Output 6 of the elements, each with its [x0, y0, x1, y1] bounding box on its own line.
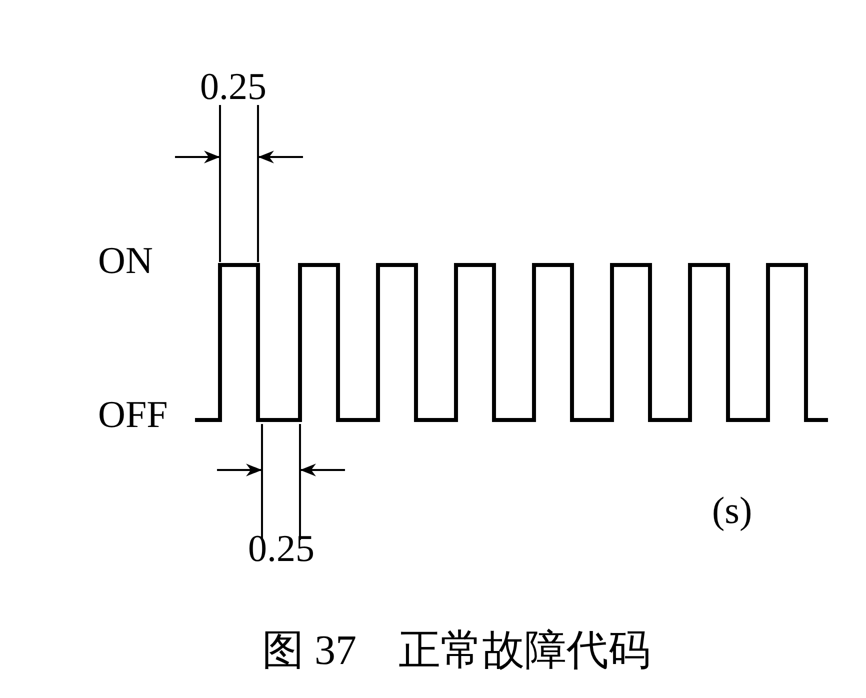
state-label: OFF: [98, 396, 168, 434]
dimension-label: 0.25: [200, 68, 266, 106]
dimension-label: 0.25: [248, 530, 314, 568]
figure-caption: 图 37 正常故障代码: [262, 630, 650, 672]
state-label: ON: [98, 242, 153, 280]
unit-label: (s): [712, 492, 752, 530]
